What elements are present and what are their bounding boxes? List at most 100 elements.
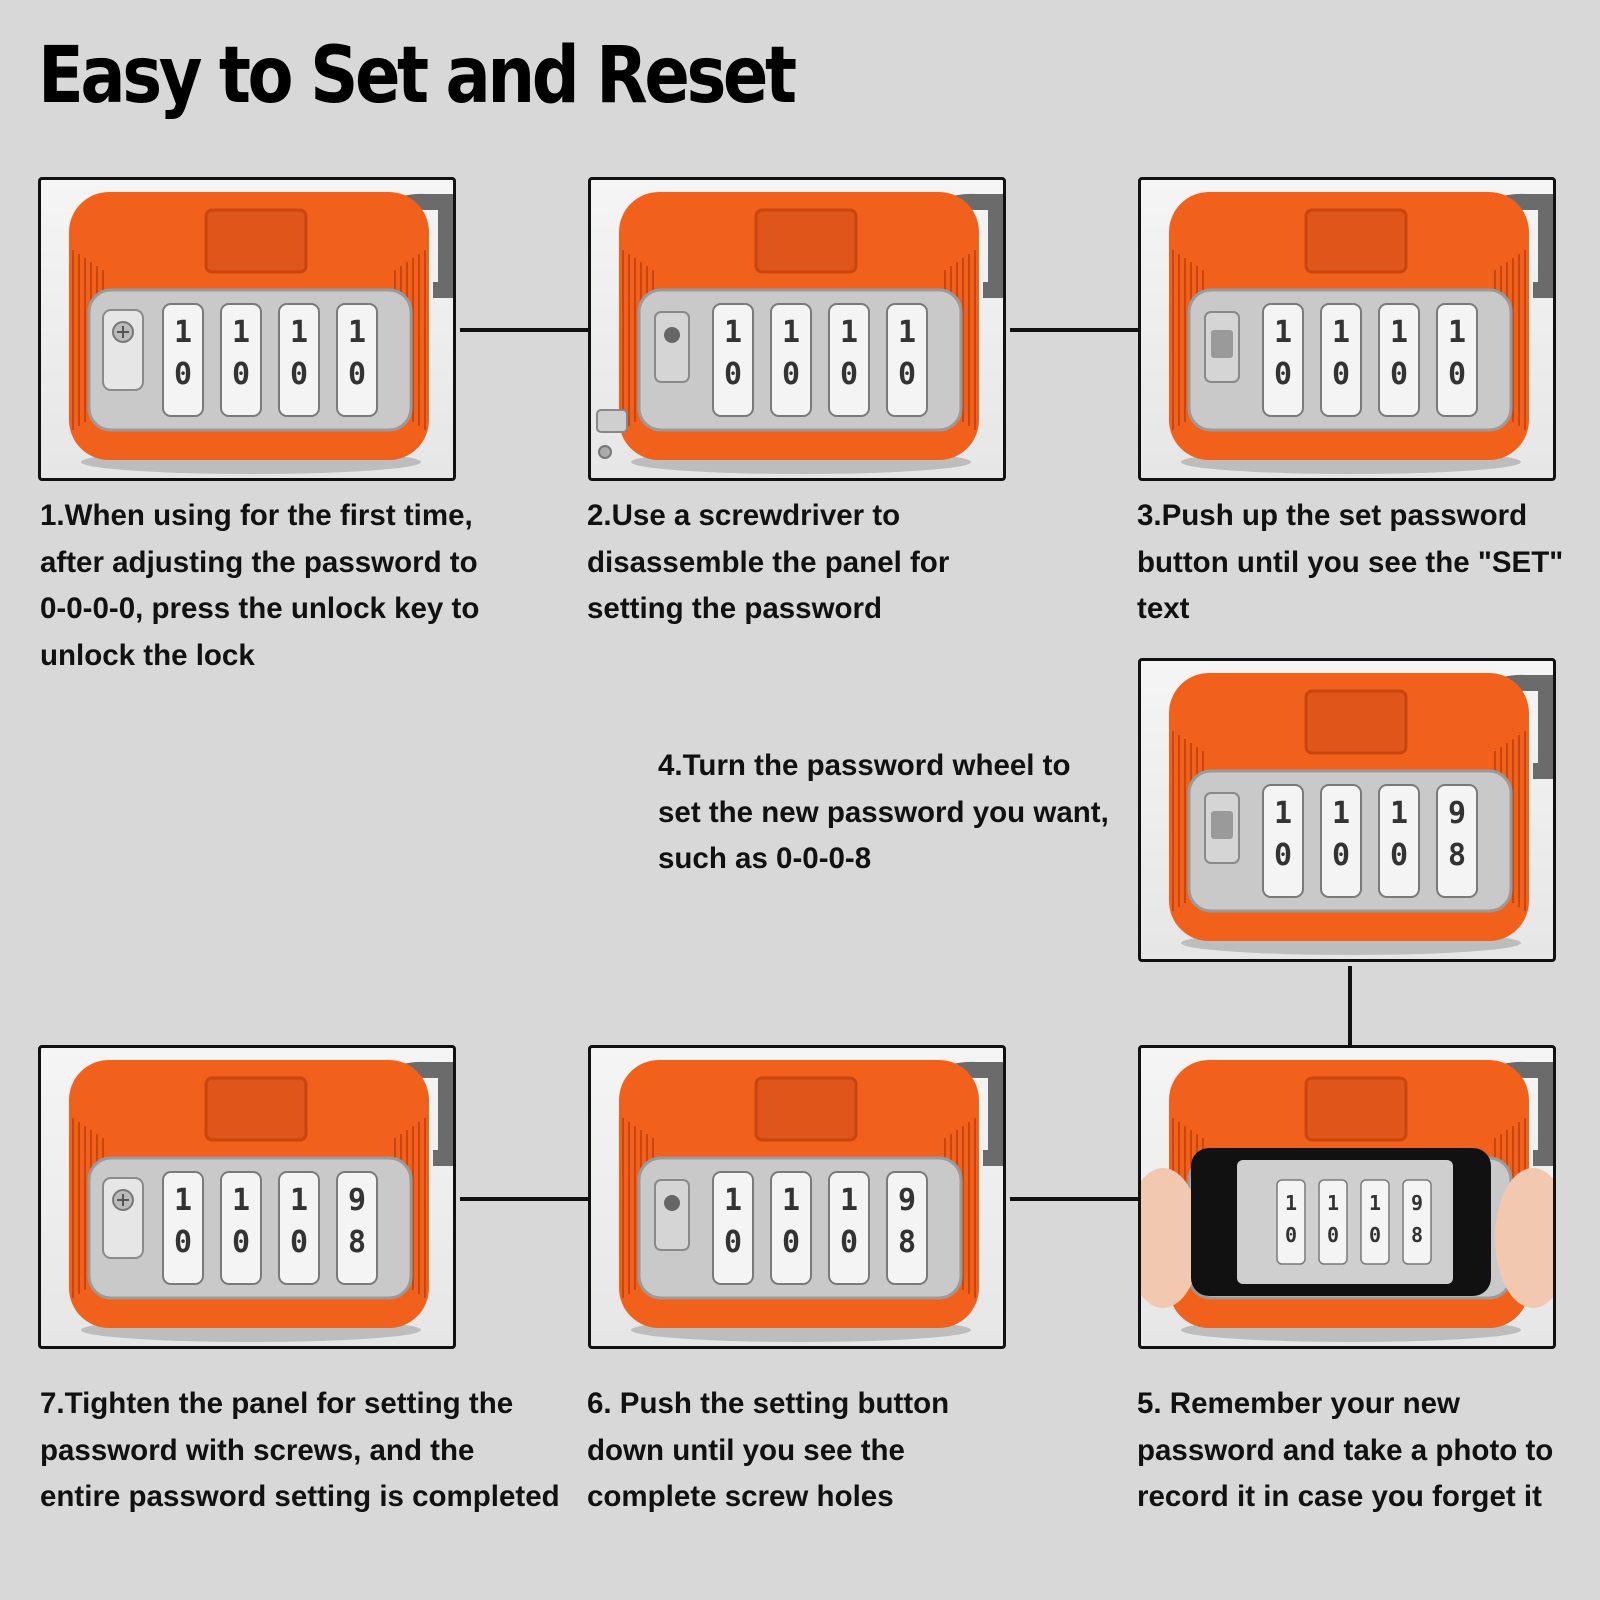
password-wheel (162, 1171, 204, 1285)
password-wheel (828, 1171, 870, 1285)
lock-top-recess (1304, 689, 1408, 755)
wheel-digit-upper: 1 (1390, 796, 1408, 831)
wheel-digit-lower: 0 (290, 357, 308, 392)
wheel-digit-lower: 0 (1390, 357, 1408, 392)
wheel-digit-lower: 0 (1332, 357, 1350, 392)
wheel-digit-lower: 8 (898, 1225, 916, 1260)
loose-screw-icon (598, 445, 612, 459)
password-wheel (336, 1171, 378, 1285)
screw-slot (117, 1194, 129, 1206)
phone-wheel-digit: 9 (1411, 1191, 1423, 1215)
wheel-digit-lower: 0 (1390, 838, 1408, 873)
wheel-digit-upper: 1 (840, 1183, 858, 1218)
password-wheel (886, 1171, 928, 1285)
wheel-digit-lower: 0 (724, 357, 742, 392)
password-wheel (1262, 303, 1304, 417)
set-button-icon (1211, 330, 1233, 358)
wheel-digit-lower: 0 (290, 1225, 308, 1260)
page-title: Easy to Set and Reset (38, 31, 797, 121)
password-wheel (770, 303, 812, 417)
phone-wheel (1402, 1179, 1432, 1265)
wheel-digit-upper: 9 (1448, 796, 1466, 831)
phone-wheel-digit: 1 (1369, 1191, 1381, 1215)
lock-top-recess (1304, 208, 1408, 274)
wheel-digit-upper: 1 (1332, 315, 1350, 350)
password-wheel (770, 1171, 812, 1285)
wheel-digit-upper: 1 (782, 315, 800, 350)
lock-top-recess (754, 1076, 858, 1142)
wheel-digit-upper: 1 (898, 315, 916, 350)
wheel-digit-lower: 0 (1274, 357, 1292, 392)
password-wheel (220, 303, 262, 417)
phone-wheel (1318, 1179, 1348, 1265)
removed-panel (596, 409, 628, 433)
wheel-digit-upper: 1 (290, 315, 308, 350)
wheel-digit-upper: 1 (724, 1183, 742, 1218)
wheel-digit-upper: 1 (174, 1183, 192, 1218)
password-wheel (336, 303, 378, 417)
phone-wheel-digit: 0 (1369, 1223, 1381, 1247)
wheel-digit-lower: 0 (348, 357, 366, 392)
wheel-digit-upper: 1 (1332, 796, 1350, 831)
password-wheel (1320, 303, 1362, 417)
wheel-digit-upper: 1 (232, 1183, 250, 1218)
wheel-digit-lower: 0 (1274, 838, 1292, 873)
setting-slot (654, 311, 690, 383)
wheel-digit-lower: 0 (840, 357, 858, 392)
wheel-digit-lower: 0 (1332, 838, 1350, 873)
wheel-digit-lower: 8 (1448, 838, 1466, 873)
wheel-digit-upper: 1 (232, 315, 250, 350)
step-6-caption: 6. Push the setting button down until yo… (587, 1387, 950, 1513)
wheel-digit-lower: 0 (174, 1225, 192, 1260)
lock-top-recess (204, 208, 308, 274)
step-7-caption: 7.Tighten the panel for setting the pass… (40, 1387, 560, 1513)
password-wheel (712, 1171, 754, 1285)
password-wheel (1436, 303, 1478, 417)
phone-wheel-digit: 0 (1285, 1223, 1297, 1247)
phone-wheel (1276, 1179, 1306, 1265)
wheel-digit-upper: 1 (1448, 315, 1466, 350)
wheel-digit-upper: 1 (290, 1183, 308, 1218)
lock-top-recess (754, 208, 858, 274)
wheel-digit-upper: 1 (782, 1183, 800, 1218)
wheel-digit-lower: 0 (782, 357, 800, 392)
password-wheel (1378, 784, 1420, 898)
wheel-digit-lower: 0 (840, 1225, 858, 1260)
password-wheel (1320, 784, 1362, 898)
lock-top-recess (204, 1076, 308, 1142)
set-button-icon (1211, 811, 1233, 839)
lock-top-recess (1304, 1076, 1408, 1142)
screw-hole-icon (664, 1195, 680, 1211)
wheel-digit-upper: 1 (348, 315, 366, 350)
screw-slot (117, 326, 129, 338)
step-1-caption: 1.When using for the first time, after a… (40, 499, 480, 672)
step-2-caption: 2.Use a screwdriver to disassemble the p… (587, 499, 950, 625)
phone-wheel-digit: 0 (1327, 1223, 1339, 1247)
password-wheel (1262, 784, 1304, 898)
wheel-digit-lower: 0 (782, 1225, 800, 1260)
password-wheel (1436, 784, 1478, 898)
password-wheel (886, 303, 928, 417)
wheel-digit-lower: 0 (232, 357, 250, 392)
wheel-digit-lower: 0 (232, 1225, 250, 1260)
wheel-digit-lower: 0 (898, 357, 916, 392)
wheel-digit-lower: 0 (174, 357, 192, 392)
phone-wheel-digit: 1 (1327, 1191, 1339, 1215)
wheel-digit-upper: 1 (724, 315, 742, 350)
password-wheel (278, 303, 320, 417)
password-wheel (1378, 303, 1420, 417)
hand-left (1141, 1168, 1201, 1308)
step-5-caption: 5. Remember your new password and take a… (1137, 1387, 1554, 1513)
wheel-digit-lower: 0 (724, 1225, 742, 1260)
phone-wheel-digit: 1 (1285, 1191, 1297, 1215)
phone-wheel-digit: 8 (1411, 1223, 1423, 1247)
password-wheel (162, 303, 204, 417)
